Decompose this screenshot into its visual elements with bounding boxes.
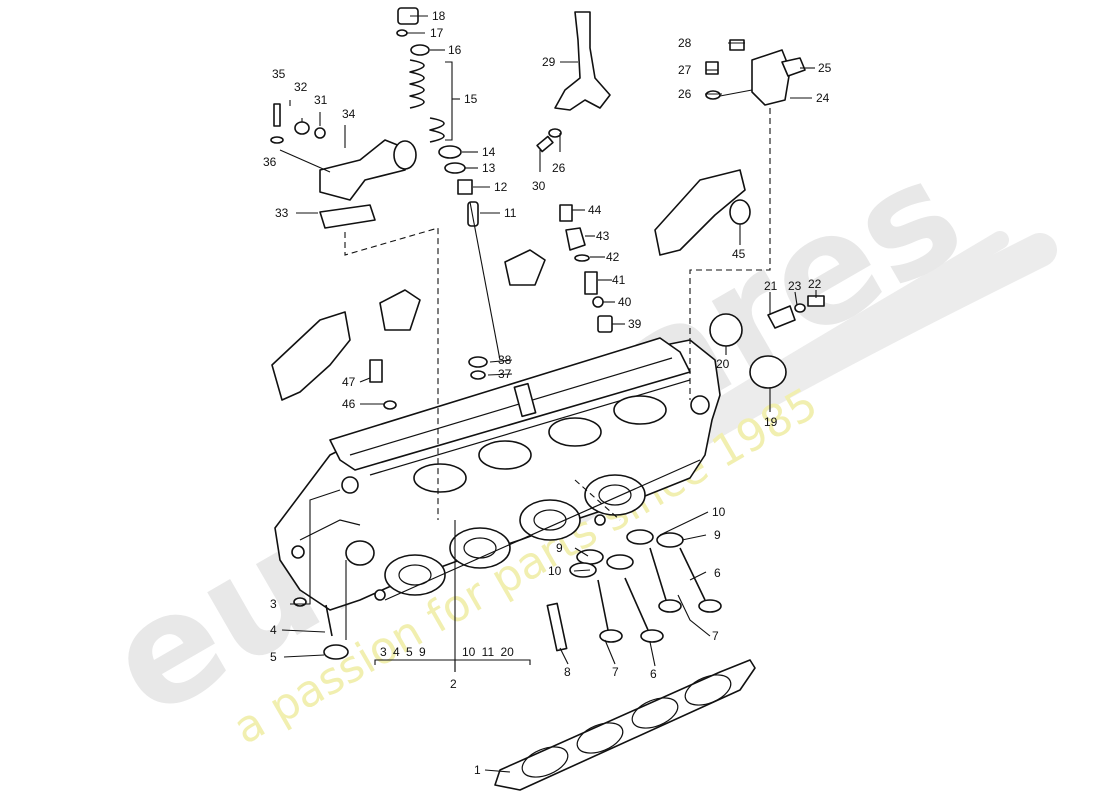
callout-2: 2 <box>450 677 457 691</box>
water-neck <box>270 103 417 229</box>
callout-42: 42 <box>606 250 620 264</box>
callout-17: 17 <box>430 26 444 40</box>
valve-guide <box>546 602 568 652</box>
callout-5: 5 <box>270 650 277 664</box>
callout-34: 34 <box>342 107 356 121</box>
valve-3 <box>649 547 682 613</box>
callout-14: 14 <box>482 145 496 159</box>
callout-7a: 7 <box>712 629 719 643</box>
valve-2 <box>624 577 664 643</box>
callout-26-upper: 26 <box>552 161 566 175</box>
callout-35: 35 <box>272 67 286 81</box>
callout-24: 24 <box>816 91 830 105</box>
callout-22: 22 <box>808 277 822 291</box>
callout-30: 30 <box>532 179 546 193</box>
callout-3: 3 <box>270 597 277 611</box>
bracket-group-a: 3 4 5 9 <box>380 645 426 659</box>
callout-40: 40 <box>618 295 632 309</box>
callout-labels: 18 17 16 15 14 13 12 11 29 26 30 28 27 2… <box>263 9 832 777</box>
valve-spring-stack <box>396 7 479 227</box>
callout-10a: 10 <box>548 564 562 578</box>
leader-lines <box>279 15 817 773</box>
coolant-fitting <box>705 39 806 106</box>
callout-12: 12 <box>494 180 508 194</box>
callout-41: 41 <box>612 273 626 287</box>
callout-33: 33 <box>275 206 289 220</box>
bracket <box>554 11 611 111</box>
valve-1 <box>597 579 623 643</box>
callout-27: 27 <box>678 63 692 77</box>
stud-and-seal <box>293 540 375 660</box>
callout-6a: 6 <box>714 566 721 580</box>
callout-26: 26 <box>678 87 692 101</box>
small-parts <box>369 199 825 410</box>
callout-10b: 10 <box>712 505 726 519</box>
callout-19: 19 <box>764 415 778 429</box>
callout-21: 21 <box>764 279 778 293</box>
callout-31: 31 <box>314 93 328 107</box>
valve-4 <box>679 547 722 613</box>
head-gasket <box>494 659 756 791</box>
callout-18: 18 <box>432 9 446 23</box>
callout-15: 15 <box>464 92 478 106</box>
bolt-30 <box>536 135 554 153</box>
callout-36: 36 <box>263 155 277 169</box>
camshaft-housing-edge <box>349 357 673 456</box>
callout-38: 38 <box>498 353 512 367</box>
callout-43: 43 <box>596 229 610 243</box>
callout-8: 8 <box>564 665 571 679</box>
callout-9b: 9 <box>714 528 721 542</box>
head-gasket-holes <box>521 674 732 778</box>
callout-37: 37 <box>498 367 512 381</box>
cam-bearing-caps <box>271 169 746 401</box>
callout-32: 32 <box>294 80 308 94</box>
bracket-group-b: 10 11 20 <box>462 645 514 659</box>
callout-1: 1 <box>474 763 481 777</box>
cylinder-head <box>274 337 721 611</box>
callout-28: 28 <box>678 36 692 50</box>
callout-9a: 9 <box>556 541 563 555</box>
callout-13: 13 <box>482 161 496 175</box>
callout-16: 16 <box>448 43 462 57</box>
assembly-guides <box>344 108 771 521</box>
callout-45: 45 <box>732 247 746 261</box>
callout-7b: 7 <box>612 665 619 679</box>
valves <box>597 547 722 643</box>
callout-4: 4 <box>270 623 277 637</box>
callout-11: 11 <box>504 206 517 220</box>
intake-ports <box>413 395 667 493</box>
callout-23: 23 <box>788 279 802 293</box>
callout-44: 44 <box>588 203 602 217</box>
callout-47: 47 <box>342 375 356 389</box>
callout-20: 20 <box>716 357 730 371</box>
callout-39: 39 <box>628 317 642 331</box>
callout-25: 25 <box>818 61 832 75</box>
callout-6b: 6 <box>650 667 657 681</box>
callout-46: 46 <box>342 397 356 411</box>
callout-29: 29 <box>542 55 556 69</box>
